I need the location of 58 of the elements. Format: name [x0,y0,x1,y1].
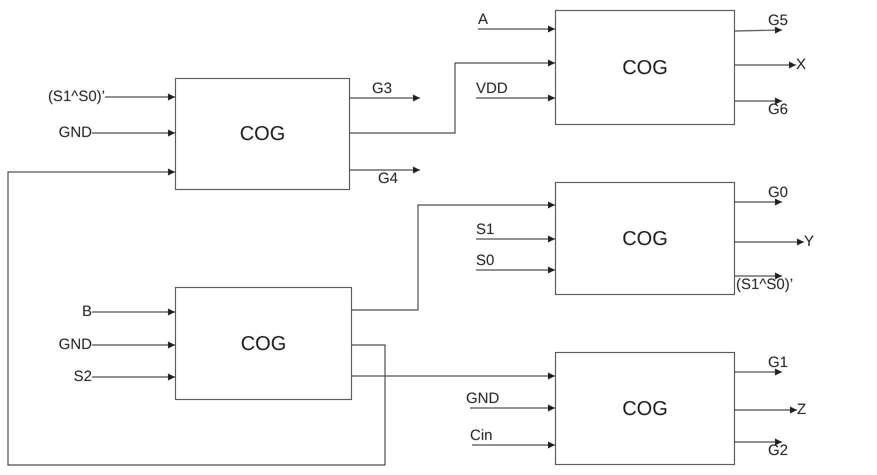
signal-label: S2 [50,368,92,386]
signal-arrow [350,94,420,102]
signal-arrow [735,406,797,414]
signal-arrow [478,26,555,32]
signal-arrow [92,308,175,316]
signal-arrow [735,62,796,68]
signal-label: G2 [768,442,794,460]
signal-arrow [7,168,386,466]
signal-arrow [92,374,175,380]
signal-label: G6 [768,101,794,119]
signal-label: G1 [768,354,794,372]
signal-label: G4 [378,170,420,188]
signal-label: (S1^S0)’ [736,276,806,294]
signal-arrow [470,404,555,412]
signal-arrow [476,266,555,274]
signal-arrow [472,442,555,448]
signal-arrow [735,368,782,376]
signal-arrow [105,94,175,100]
signal-label: G3 [372,80,420,98]
signal-arrow [92,130,175,136]
signal-arrow [735,198,782,206]
signal-arrow [735,438,782,446]
signal-arrow [735,98,782,104]
signal-label: Cin [470,427,502,445]
signal-label: Z [797,401,813,419]
block-label: COG [240,122,286,146]
cog-block [555,182,735,295]
signal-arrow [735,238,804,246]
signal-label: G5 [768,12,794,30]
cog-block [555,352,735,465]
signal-label: VDD [476,80,516,98]
signal-arrow [476,236,555,242]
signal-label: G0 [768,184,794,202]
cog-block [555,10,735,125]
signal-arrow [350,60,555,134]
signal-label: (S1^S0)’ [30,88,105,106]
signal-label: B [50,303,92,321]
block-label: COG [622,56,668,80]
signal-label: S1 [476,221,506,239]
signal-arrow [92,342,175,348]
signal-arrow [352,202,555,311]
signal-arrow [476,94,555,102]
signal-arrow [352,372,555,380]
block-label: COG [622,226,668,250]
signal-label: X [796,56,812,74]
block-label: COG [240,332,286,356]
cog-block [175,287,352,400]
signal-label: GND [36,336,92,354]
signal-arrow [350,166,420,174]
signal-arrow [734,26,782,34]
signal-label: Y [804,233,820,251]
signal-label: S0 [476,252,506,270]
signal-arrow [735,272,782,280]
cog-block [175,78,350,190]
block-label: COG [622,396,668,420]
signal-label: GND [36,124,92,142]
signal-label: A [478,11,498,29]
signal-label: GND [466,390,511,408]
